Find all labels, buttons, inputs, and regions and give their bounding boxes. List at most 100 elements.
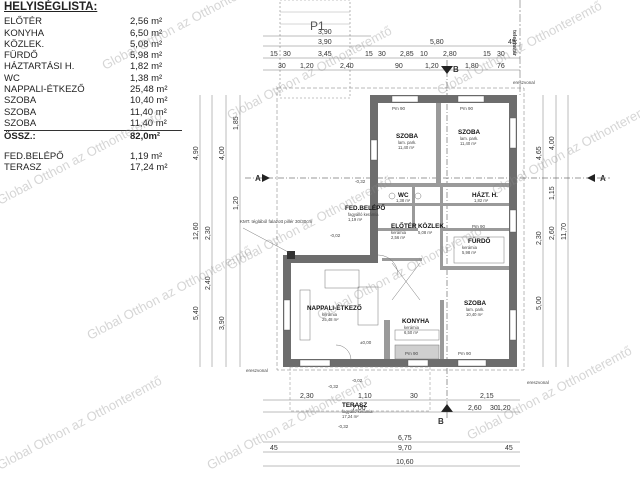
dim-top-a1: 3,90: [318, 29, 332, 36]
eaves-outline: [276, 87, 525, 371]
dim-left-l5: 2,40: [205, 276, 212, 290]
dim-left-l1: 4,90: [193, 146, 200, 160]
dim-top-b1: 15: [270, 51, 278, 58]
pm-label-5: Pm 90: [472, 224, 486, 229]
dim-bot-e3: 30: [490, 405, 498, 412]
room-label-kozlek: KÖZLEK. 5,08 m²: [418, 221, 446, 235]
fixtures: [299, 192, 505, 361]
level-label-4: -0,32: [338, 424, 349, 429]
plot-boundary-label: telekhatár: [511, 30, 517, 57]
room-name: FÜRDŐ: [4, 50, 38, 62]
eaves-label-top: ereszvonal: [513, 80, 535, 85]
dim-bot-f4: 10,60: [396, 459, 414, 466]
svg-text:5,98 m²: 5,98 m²: [462, 250, 477, 255]
svg-text:17,24 m²: 17,24 m²: [342, 414, 359, 419]
pillar: [287, 251, 295, 259]
room-name: KÖZLEK.: [4, 38, 45, 50]
room-name: NAPPALI-ÉTKEZŐ: [4, 84, 85, 96]
room-name: SZOBA: [4, 106, 37, 118]
extra-name: FED.BELÉPŐ: [4, 150, 64, 162]
dim-top-c1: 30: [278, 63, 286, 70]
extra-name: TERASZ: [4, 161, 42, 173]
svg-text:1,38 m²: 1,38 m²: [396, 198, 411, 203]
svg-text:SZOBA: SZOBA: [396, 133, 418, 140]
section-a-label-left: A: [255, 174, 261, 183]
pm-label-2: Pm 90: [460, 106, 474, 111]
dim-top-b4: 15: [365, 51, 373, 58]
room-area: 11,40 m²: [130, 106, 167, 118]
dim-top-b8: 2,80: [443, 51, 457, 58]
room-label-furdo: FÜRDŐ kerámia 5,98 m²: [462, 236, 490, 255]
dim-top-a5: 5,80: [430, 39, 444, 46]
room-row: ELŐTÉR 2,56 m²: [4, 16, 182, 27]
watermark-2: Global Otthon az Otthonteremtő: [99, 0, 269, 73]
room-name: SZOBA: [4, 95, 37, 107]
room-label-terasz: TERASZ fagyálló kerámia 17,24 m²: [342, 402, 373, 419]
room-area: 5,08 m²: [130, 38, 163, 50]
svg-text:11,40 m²: 11,40 m²: [398, 145, 415, 150]
svg-text:fagyálló kerámia: fagyálló kerámia: [348, 212, 379, 217]
dimension-lines-bottom: [263, 399, 520, 467]
svg-text:5,08 m²: 5,08 m²: [418, 230, 433, 235]
dim-top-c2: 1,20: [300, 63, 314, 70]
svg-text:1,19 m²: 1,19 m²: [348, 217, 363, 222]
room-total-row: ÖSSZ.: 82,0m²: [4, 130, 182, 142]
dim-top-c5: 1,20: [425, 63, 439, 70]
dim-right-r3: 5,00: [536, 296, 543, 310]
svg-text:ELŐTÉR: ELŐTÉR: [391, 221, 417, 230]
level-label-2: -0,02: [352, 378, 363, 383]
dim-bot-f3: 45: [270, 445, 278, 452]
svg-text:kerámia: kerámia: [322, 312, 338, 317]
dim-top-b9: 15: [483, 51, 491, 58]
watermark-1: Global Otthon az Otthonteremtő: [0, 108, 164, 208]
dim-right-r2: 11,70: [561, 223, 568, 240]
svg-text:KONYHA: KONYHA: [402, 318, 430, 325]
room-total-label: ÖSSZ.:: [4, 131, 36, 143]
level-label-0: ±0,00: [360, 340, 372, 345]
dim-left-l4: 2,30: [205, 226, 212, 240]
room-name: WC: [4, 72, 20, 84]
dim-left-l7: 4,00: [219, 146, 226, 160]
svg-text:1,82 m²: 1,82 m²: [474, 198, 489, 203]
dim-bot-e2: 2,60: [468, 405, 482, 412]
svg-text:kerámia: kerámia: [462, 245, 478, 250]
eaves-label-right: ereszvonal: [527, 380, 549, 385]
parking-p1: P1: [279, 0, 351, 99]
svg-text:TERASZ: TERASZ: [342, 402, 367, 409]
dim-bot-f1: 6,75: [398, 435, 412, 442]
dimension-lines-right: [542, 95, 569, 367]
svg-text:FÜRDŐ: FÜRDŐ: [468, 236, 490, 245]
room-label-szoba-1: SZOBA lam. park. 11,40 m²: [396, 133, 418, 150]
level-label-3: -0,32: [328, 384, 339, 389]
room-area: 2,56 m²: [130, 16, 163, 28]
dim-left-l9: 1,85: [233, 116, 240, 130]
svg-text:11,40 m²: 11,40 m²: [460, 141, 477, 146]
room-name: ELŐTÉR: [4, 16, 43, 28]
level-label-5: -0,02: [330, 233, 341, 238]
room-area: 1,82 m²: [130, 61, 163, 73]
dim-left-l8: 1,20: [233, 196, 240, 210]
extra-area: 1,19 m²: [130, 150, 163, 162]
section-b-label-bottom: B: [438, 417, 444, 426]
room-area: 10,40 m²: [130, 95, 168, 107]
dim-right-r7: 2,30: [536, 231, 543, 245]
dim-bot-f2: 9,70: [398, 445, 412, 452]
room-label-szoba-2: SZOBA lam. park. 11,40 m²: [458, 129, 480, 146]
room-total-area: 82,0m²: [130, 131, 161, 143]
dim-top-c6: 1,80: [465, 63, 479, 70]
room-label-konyha: KONYHA kerámia 6,50 m²: [402, 318, 430, 335]
dim-top-c4: 90: [395, 63, 403, 70]
svg-text:lam. park.: lam. park.: [398, 140, 416, 145]
dim-top-a4: 3,90: [318, 39, 332, 46]
dim-top-a3: 45: [508, 39, 516, 46]
dim-bot-d4: 2,15: [480, 393, 494, 400]
svg-text:SZOBA: SZOBA: [464, 300, 486, 307]
svg-text:fagyálló kerámia: fagyálló kerámia: [342, 409, 373, 414]
